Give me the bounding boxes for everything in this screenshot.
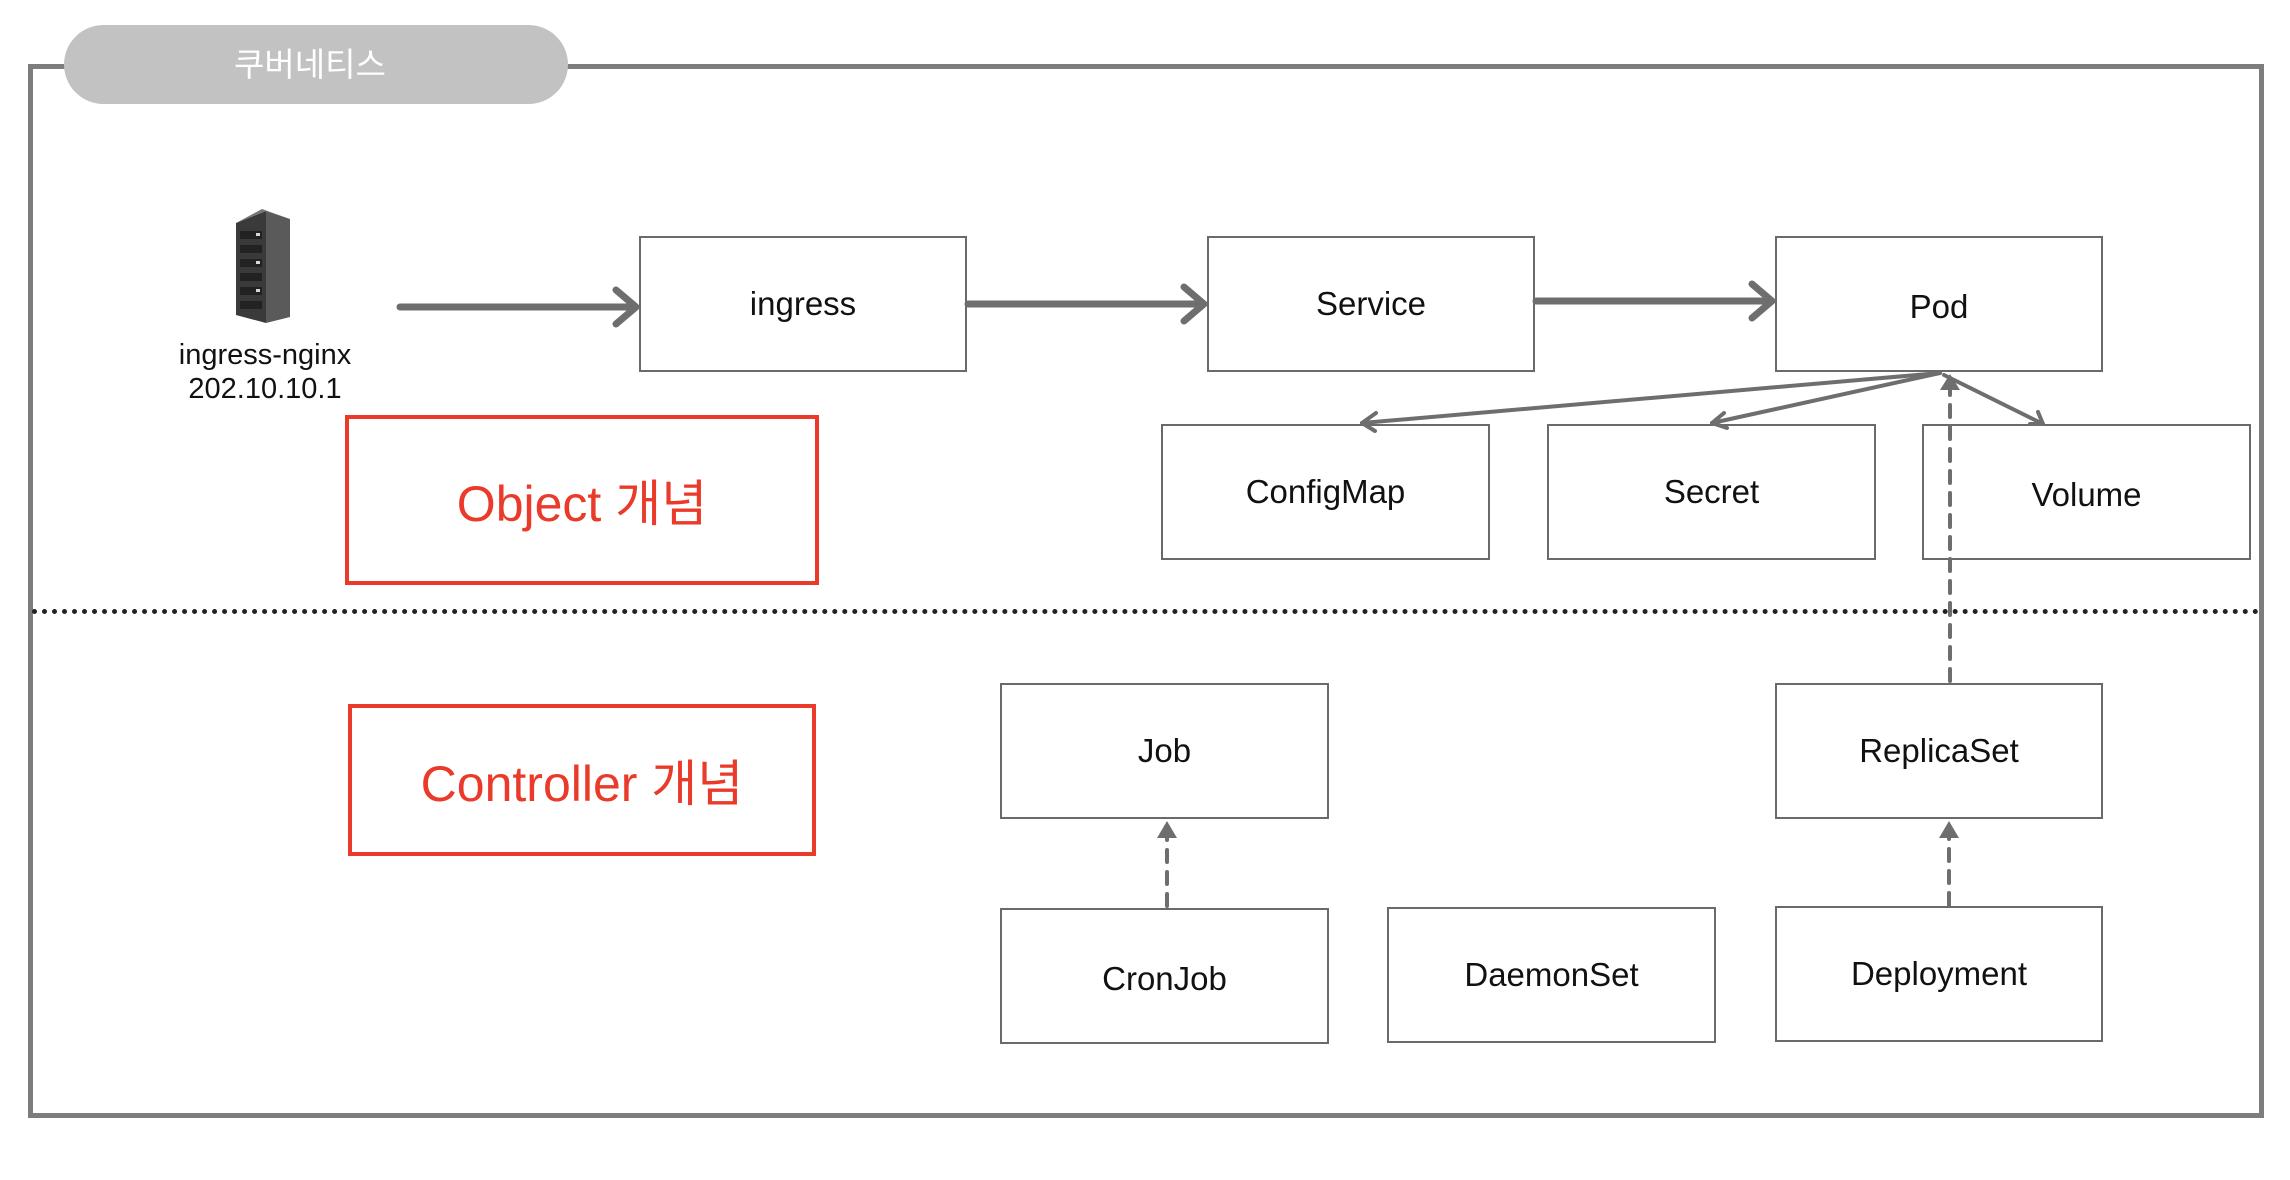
arrow-pod-to-configmap [1360, 371, 1942, 425]
arrowhead-pod [1748, 280, 1776, 322]
server-name: ingress-nginx [178, 339, 352, 371]
cluster-frame [28, 64, 2264, 1118]
volume-node: Volume [1922, 424, 2251, 560]
pod-fanout-arrows [1360, 371, 2045, 433]
job-node: Job [1000, 683, 1329, 819]
object-concept-box: Object 개념 [345, 415, 819, 585]
arrowhead-service [1180, 283, 1208, 325]
job-label: Job [1137, 732, 1192, 769]
daemonset-label: DaemonSet [1464, 956, 1639, 993]
ingress-node: ingress [639, 236, 967, 372]
arrowhead-cronjob-job [1157, 821, 1177, 838]
deployment-label: Deployment [1850, 955, 2028, 992]
volume-label: Volume [2031, 476, 2142, 513]
arrow-pod-to-volume [1942, 373, 2045, 426]
configmap-label: ConfigMap [1245, 473, 1406, 510]
arrowhead-ingress [612, 286, 640, 328]
daemonset-node: DaemonSet [1387, 907, 1716, 1043]
server-ip: 202.10.10.1 [188, 373, 342, 405]
controller-concept-label: Controller 개념 [420, 756, 744, 812]
ingress-label: ingress [749, 285, 857, 322]
configmap-node: ConfigMap [1161, 424, 1490, 560]
secret-label: Secret [1663, 473, 1760, 510]
cluster-title-tab: 쿠버네티스 [64, 25, 568, 104]
arrowhead-replicaset-pod [1940, 374, 1960, 390]
service-node: Service [1207, 236, 1535, 372]
controller-concept-box: Controller 개념 [348, 704, 816, 856]
replicaset-label: ReplicaSet [1859, 732, 2019, 769]
service-label: Service [1315, 285, 1427, 322]
object-concept-label: Object 개념 [456, 476, 708, 532]
dashed-arrows [1165, 386, 1952, 908]
pod-node: Pod [1775, 236, 2103, 372]
traffic-arrows [396, 280, 1776, 328]
server-rack-icon [236, 209, 290, 323]
server-label: ingress-nginx 202.10.10.1 [135, 338, 395, 406]
arrowhead-volume [2028, 410, 2045, 426]
dashed-arrowheads [1157, 374, 1960, 838]
deployment-node: Deployment [1775, 906, 2103, 1042]
arrow-pod-to-secret [1710, 371, 1942, 425]
cronjob-label: CronJob [1102, 960, 1227, 997]
arrowhead-secret [1710, 411, 1729, 430]
cluster-title: 쿠버네티스 [234, 46, 386, 83]
arrowhead-configmap [1360, 411, 1378, 433]
arrowhead-deployment-replicaset [1939, 821, 1959, 838]
object-controller-divider [32, 609, 2260, 614]
pod-label: Pod [1909, 288, 1969, 325]
replicaset-node: ReplicaSet [1775, 683, 2103, 819]
secret-node: Secret [1547, 424, 1876, 560]
cronjob-node: CronJob [1000, 908, 1329, 1044]
